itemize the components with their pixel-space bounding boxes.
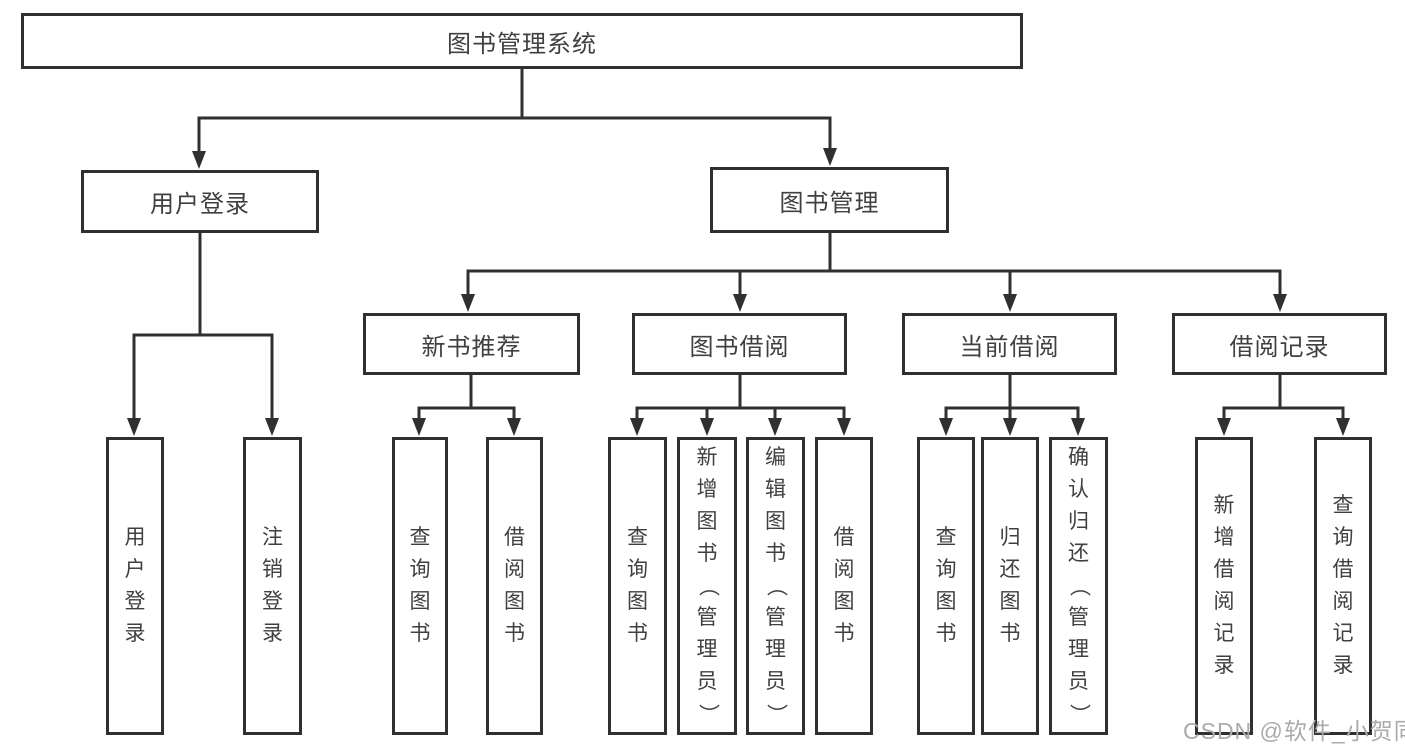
leaf-query-borrow-record-label: 查询借阅记录: [1332, 494, 1354, 677]
leaf-query-borrow-record: 查询借阅记录: [1314, 437, 1372, 735]
leaf-query-book-borrow: 查询图书: [608, 437, 667, 735]
leaf-add-book-admin-label: 新增图书（管理员）: [696, 446, 719, 725]
leaf-add-book-admin: 新增图书（管理员）: [677, 437, 737, 735]
leaf-return-book: 归还图书: [981, 437, 1039, 735]
leaf-user-login-label: 用户登录: [124, 526, 146, 645]
node-book-borrow-label: 图书借阅: [689, 333, 790, 361]
node-user-login-label: 用户登录: [150, 191, 250, 218]
node-root: 图书管理系统: [21, 13, 1023, 69]
leaf-add-borrow-record: 新增借阅记录: [1195, 437, 1253, 735]
leaf-edit-book-admin: 编辑图书（管理员）: [746, 437, 805, 735]
leaf-query-book-recommend-label: 查询图书: [409, 526, 431, 645]
node-current-borrow-label: 当前借阅: [959, 333, 1060, 361]
node-book-borrow: 图书借阅: [632, 313, 847, 375]
leaf-add-borrow-record-label: 新增借阅记录: [1213, 494, 1235, 677]
leaf-borrow-book-recommend: 借阅图书: [486, 437, 543, 735]
node-current-borrow: 当前借阅: [902, 313, 1117, 375]
node-root-label: 图书管理系统: [447, 30, 597, 58]
leaf-query-book-current: 查询图书: [917, 437, 975, 735]
node-new-book-recommend-label: 新书推荐: [421, 333, 522, 361]
node-new-book-recommend: 新书推荐: [363, 313, 580, 375]
leaf-edit-book-admin-label: 编辑图书（管理员）: [764, 446, 788, 725]
node-borrow-records: 借阅记录: [1172, 313, 1387, 375]
leaf-return-book-label: 归还图书: [999, 526, 1021, 645]
leaf-user-login: 用户登录: [106, 437, 164, 735]
leaf-query-book-recommend: 查询图书: [392, 437, 448, 735]
leaf-confirm-return-admin: 确认归还（管理员）: [1049, 437, 1108, 735]
leaf-confirm-return-admin-label: 确认归还（管理员）: [1067, 446, 1091, 725]
node-user-login: 用户登录: [81, 170, 319, 233]
node-borrow-records-label: 借阅记录: [1229, 333, 1330, 361]
leaf-query-book-borrow-label: 查询图书: [627, 526, 648, 645]
leaf-logout-label: 注销登录: [262, 526, 283, 645]
csdn-watermark: CSDN @软件_小贺同学: [1183, 718, 1405, 744]
node-book-management: 图书管理: [710, 167, 949, 233]
leaf-borrow-book: 借阅图书: [815, 437, 873, 735]
leaf-borrow-book-label: 借阅图书: [833, 526, 855, 645]
leaf-query-book-current-label: 查询图书: [935, 526, 957, 645]
node-book-management-label: 图书管理: [779, 189, 880, 217]
leaf-borrow-book-recommend-label: 借阅图书: [504, 526, 525, 645]
leaf-logout: 注销登录: [243, 437, 302, 735]
